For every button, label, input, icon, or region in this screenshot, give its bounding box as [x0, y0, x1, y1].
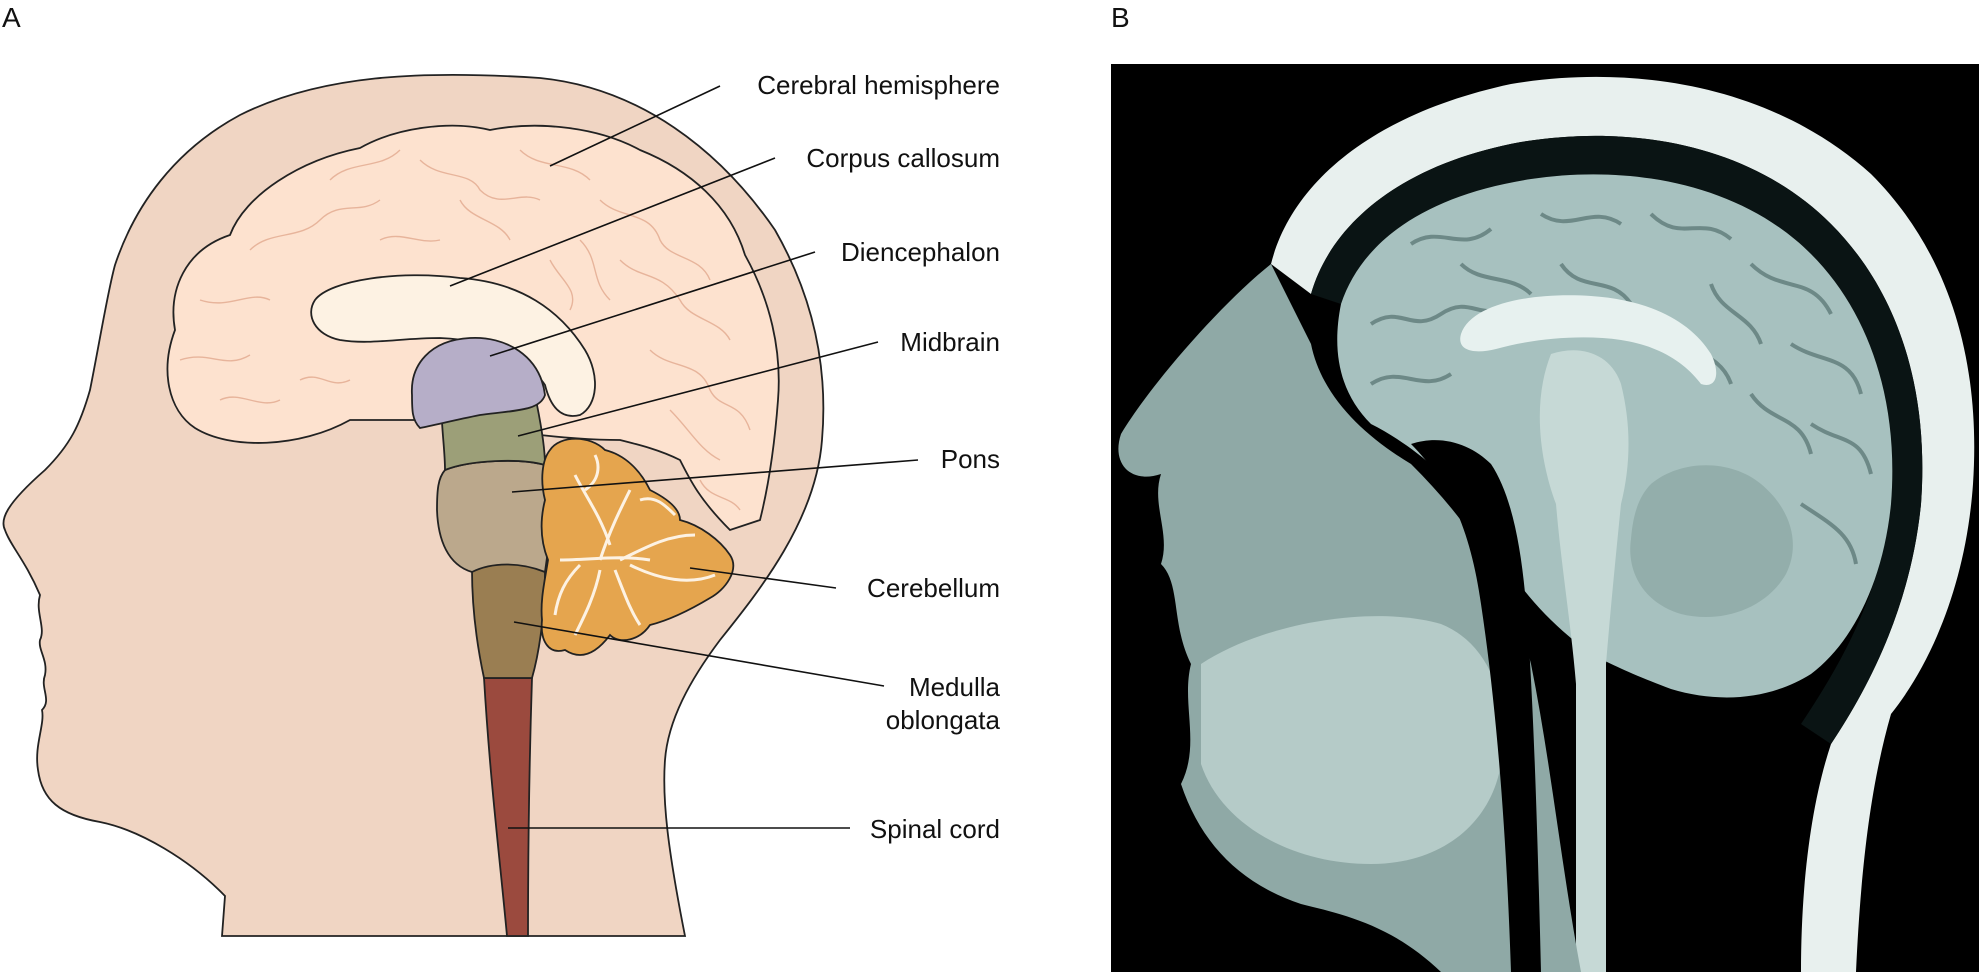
leader-pons	[511, 459, 919, 493]
leader-cerebral-hemisphere	[549, 85, 721, 167]
mri-skull	[1311, 135, 1923, 745]
corpus-callosum	[310, 274, 596, 417]
panel-label-b: B	[1111, 2, 1130, 33]
label-corpus-callosum: Corpus callosum	[806, 143, 1000, 173]
label-midbrain: Midbrain	[900, 327, 1000, 357]
leader-medulla-oblongata	[513, 621, 885, 687]
mri-airway	[1411, 440, 1541, 972]
label-diencephalon: Diencephalon	[841, 237, 1000, 267]
label-spinal-cord: Spinal cord	[870, 814, 1000, 844]
label-medulla-line2: oblongata	[886, 705, 1001, 735]
leader-corpus-callosum	[449, 157, 776, 287]
label-medulla-line1: Medulla	[909, 672, 1001, 702]
leader-midbrain	[517, 341, 879, 437]
cerebral-gyri	[179, 149, 751, 511]
mri-scalp	[1271, 76, 1975, 972]
cerebellum-arbor-vitae	[553, 454, 716, 636]
label-pons: Pons	[941, 444, 1000, 474]
label-cerebellum: Cerebellum	[867, 573, 1000, 603]
spinal-cord	[483, 677, 533, 937]
mri-cerebellum	[1630, 465, 1793, 618]
panel-label-a: A	[2, 2, 21, 33]
mri-brainstem	[1539, 350, 1629, 972]
label-cerebral-hemisphere: Cerebral hemisphere	[757, 70, 1000, 100]
leader-diencephalon	[489, 251, 816, 357]
mri-sagittal-image	[1111, 64, 1979, 972]
medulla-oblongata	[471, 561, 546, 679]
mri-oral-region	[1201, 616, 1504, 864]
diencephalon	[411, 337, 546, 429]
pons	[436, 459, 551, 574]
leader-cerebellum	[689, 567, 837, 589]
brain-diagram: Cerebral hemisphere Corpus callosum Dien…	[2, 70, 1001, 937]
mri-corpus-callosum	[1460, 295, 1717, 385]
